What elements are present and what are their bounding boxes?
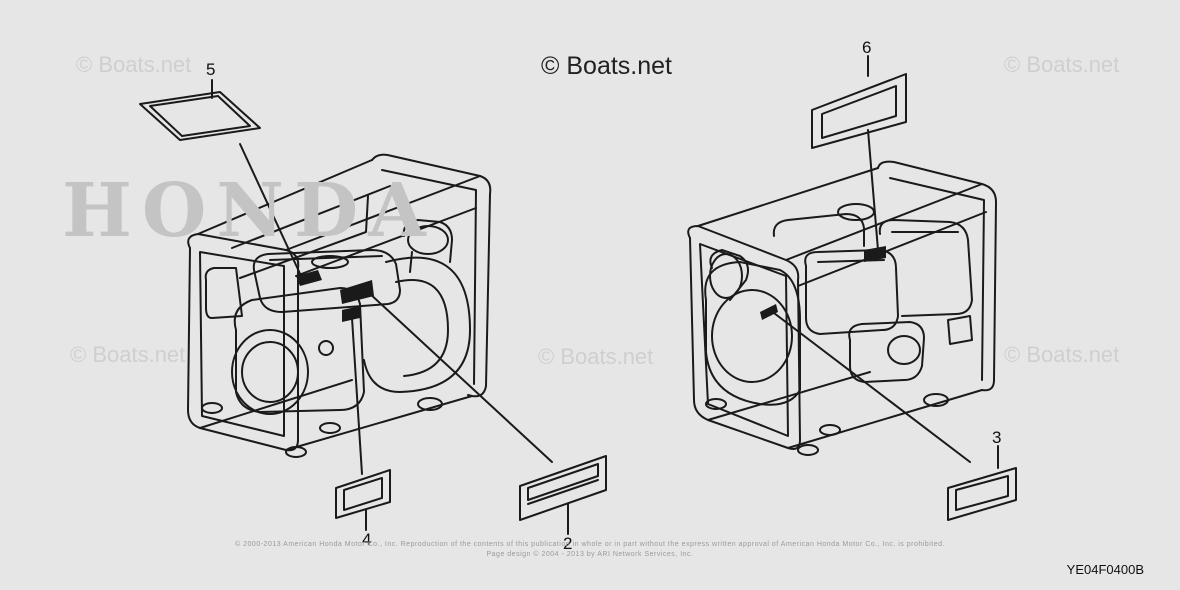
label-plate-3 <box>947 467 1017 521</box>
sticker-mark-5 <box>296 270 322 286</box>
copyright-line-2: Page design © 2004 - 2013 by ARI Network… <box>486 551 694 558</box>
sticker-mark-2 <box>340 280 374 304</box>
right-water-pump <box>687 160 997 456</box>
leader-line-4 <box>351 317 363 475</box>
callout-4[interactable]: 4 <box>362 530 372 549</box>
label-plate-6 <box>811 73 907 149</box>
callout-6[interactable]: 6 <box>862 38 872 57</box>
leader-line-3 <box>769 309 971 463</box>
watermark-mid-left: © Boats.net <box>70 342 186 367</box>
watermark-mid-right: © Boats.net <box>1004 342 1120 367</box>
diagram-code: YE04F0400B <box>1066 562 1144 577</box>
leader-line-5 <box>239 143 303 279</box>
copyright-line-1: © 2000-2013 American Honda Motor Co., In… <box>235 541 945 548</box>
watermark-mid-center: © Boats.net <box>538 344 654 369</box>
label-plate-4 <box>335 469 391 519</box>
left-water-pump <box>187 153 492 458</box>
watermark-top-left: © Boats.net <box>76 52 192 77</box>
callout-3[interactable]: 3 <box>992 428 1002 447</box>
sticker-mark-3 <box>760 304 778 320</box>
label-plate-5 <box>139 91 261 141</box>
brand-watermark: HONDA <box>62 168 436 254</box>
sticker-mark-4 <box>342 306 360 322</box>
watermark-top-right: © Boats.net <box>1004 52 1120 77</box>
callout-2[interactable]: 2 <box>563 534 573 553</box>
sticker-mark-6 <box>864 246 886 262</box>
main-watermark: © Boats.net <box>541 52 672 80</box>
callout-5[interactable]: 5 <box>206 60 216 79</box>
leader-line-2 <box>367 291 553 463</box>
label-plate-2 <box>519 455 607 521</box>
leader-line-6 <box>867 129 879 251</box>
